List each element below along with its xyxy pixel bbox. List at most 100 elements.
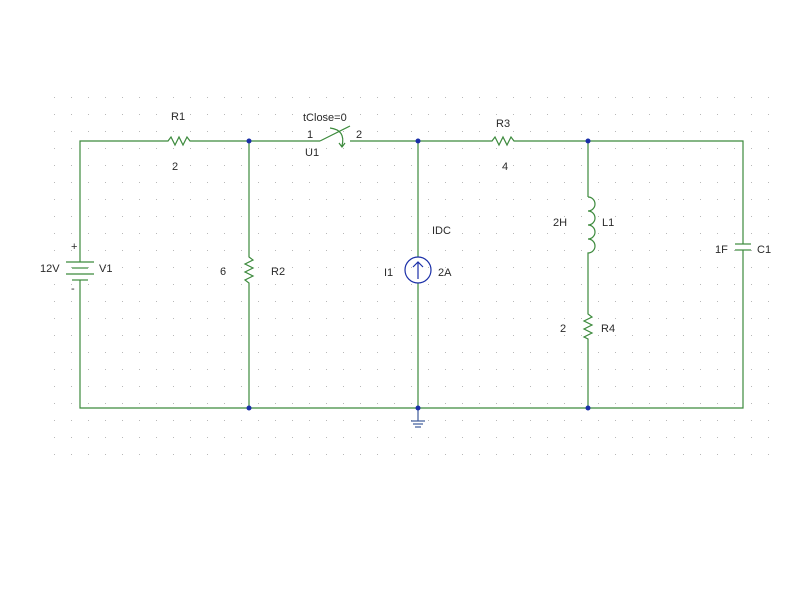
grid-dot — [751, 437, 752, 438]
grid-dot — [377, 352, 378, 353]
grid-dot — [649, 97, 650, 98]
grid-dot — [717, 233, 718, 234]
current-source-i1[interactable] — [404, 256, 432, 284]
resistor-r3[interactable] — [490, 135, 518, 147]
grid-dot — [173, 284, 174, 285]
grid-dot — [54, 233, 55, 234]
grid-dot — [258, 182, 259, 183]
u1-ref: U1 — [305, 147, 319, 159]
grid-dot — [564, 250, 565, 251]
grid-dot — [615, 267, 616, 268]
grid-dot — [258, 437, 259, 438]
grid-dot — [445, 454, 446, 455]
battery-v1[interactable] — [66, 258, 94, 282]
grid-dot — [224, 97, 225, 98]
grid-dot — [649, 284, 650, 285]
r3-value: 4 — [502, 161, 508, 173]
grid-dot — [462, 131, 463, 132]
grid-dot — [326, 301, 327, 302]
grid-dot — [428, 165, 429, 166]
grid-dot — [241, 267, 242, 268]
grid-dot — [700, 420, 701, 421]
grid-dot — [581, 199, 582, 200]
grid-dot — [224, 335, 225, 336]
grid-dot — [173, 437, 174, 438]
grid-dot — [54, 335, 55, 336]
grid-dot — [88, 369, 89, 370]
grid-dot — [717, 369, 718, 370]
junction-dot — [585, 405, 591, 411]
grid-dot — [258, 114, 259, 115]
grid-dot — [598, 250, 599, 251]
grid-dot — [564, 386, 565, 387]
grid-dot — [496, 437, 497, 438]
grid-dot — [377, 114, 378, 115]
switch-u1[interactable] — [319, 125, 351, 148]
grid-dot — [530, 454, 531, 455]
grid-dot — [564, 318, 565, 319]
grid-dot — [54, 454, 55, 455]
grid-dot — [88, 233, 89, 234]
grid-dot — [326, 284, 327, 285]
grid-dot — [105, 454, 106, 455]
grid-dot — [598, 420, 599, 421]
grid-dot — [207, 233, 208, 234]
grid-dot — [649, 165, 650, 166]
grid-dot — [71, 369, 72, 370]
grid-dot — [156, 369, 157, 370]
grid-dot — [258, 97, 259, 98]
grid-dot — [292, 97, 293, 98]
grid-dot — [258, 386, 259, 387]
grid-dot — [326, 233, 327, 234]
grid-dot — [479, 131, 480, 132]
grid-dot — [275, 199, 276, 200]
grid-dot — [309, 437, 310, 438]
grid-dot — [224, 437, 225, 438]
grid-dot — [581, 233, 582, 234]
grid-dot — [547, 420, 548, 421]
grid-dot — [547, 301, 548, 302]
grid-dot — [258, 318, 259, 319]
grid-dot — [598, 216, 599, 217]
grid-dot — [411, 403, 412, 404]
grid-dot — [377, 420, 378, 421]
grid-dot — [513, 267, 514, 268]
resistor-r4[interactable] — [582, 312, 594, 340]
grid-dot — [564, 131, 565, 132]
grid-dot — [105, 114, 106, 115]
grid-dot — [343, 403, 344, 404]
grid-dot — [734, 454, 735, 455]
grid-dot — [428, 199, 429, 200]
inductor-l1[interactable] — [587, 196, 596, 255]
resistor-r2[interactable] — [243, 255, 255, 285]
grid-dot — [156, 131, 157, 132]
grid-dot — [649, 454, 650, 455]
grid-dot — [394, 386, 395, 387]
resistor-r1[interactable] — [165, 135, 192, 147]
grid-dot — [122, 403, 123, 404]
grid-dot — [309, 420, 310, 421]
grid-dot — [54, 114, 55, 115]
grid-dot — [445, 403, 446, 404]
grid-dot — [122, 233, 123, 234]
grid-dot — [411, 301, 412, 302]
grid-dot — [700, 182, 701, 183]
grid-dot — [411, 386, 412, 387]
grid-dot — [292, 454, 293, 455]
v1-minus-label: - — [71, 283, 75, 295]
grid-dot — [377, 284, 378, 285]
capacitor-c1[interactable] — [735, 243, 751, 251]
grid-dot — [54, 267, 55, 268]
grid-dot — [105, 97, 106, 98]
grid-dot — [190, 233, 191, 234]
grid-dot — [360, 335, 361, 336]
grid-dot — [224, 369, 225, 370]
grid-dot — [377, 386, 378, 387]
grid-dot — [496, 318, 497, 319]
grid-dot — [71, 318, 72, 319]
grid-dot — [768, 250, 769, 251]
grid-dot — [632, 199, 633, 200]
grid-dot — [122, 437, 123, 438]
grid-dot — [258, 233, 259, 234]
